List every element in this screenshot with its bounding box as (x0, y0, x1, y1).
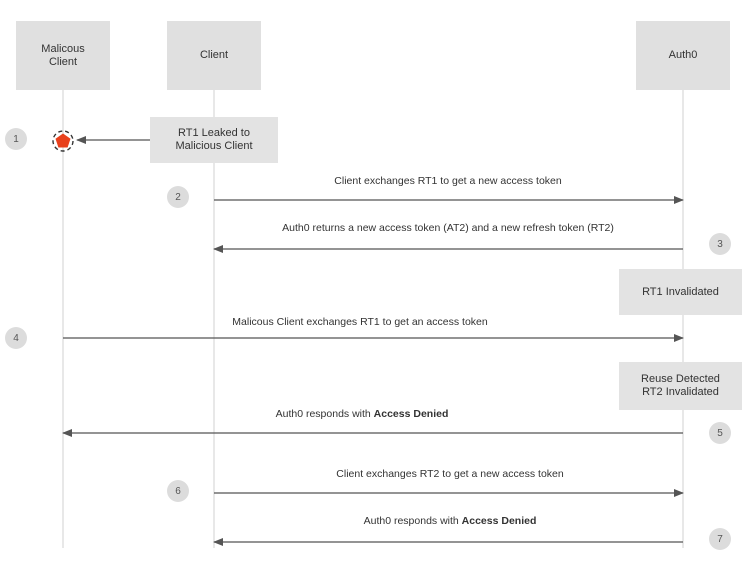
step-badge-5-label: 5 (717, 427, 723, 439)
participant-malicious-client: Malicous Client (16, 21, 110, 90)
participant-auth0: Auth0 (636, 21, 730, 90)
message-step-5-emphasis: Access Denied (373, 408, 449, 420)
message-step-7-emphasis: Access Denied (461, 515, 537, 527)
participant-malicious-client-label: Malicous Client (41, 42, 85, 68)
message-step-6: Client exchanges RT2 to get a new access… (336, 468, 564, 480)
message-step-2: Client exchanges RT1 to get a new access… (334, 175, 562, 187)
step-badge-5: 5 (709, 422, 731, 444)
step-badge-7-label: 7 (717, 533, 723, 545)
step-badge-2: 2 (167, 186, 189, 208)
note-reuse-detected-text: Reuse Detected RT2 Invalidated (641, 373, 720, 398)
message-step-7-prefix: Auth0 responds with (363, 515, 462, 527)
step-badge-1-label: 1 (13, 133, 19, 145)
message-step-3: Auth0 returns a new access token (AT2) a… (282, 222, 614, 234)
step-badge-1: 1 (5, 128, 27, 150)
step-badge-6: 6 (167, 480, 189, 502)
note-reuse-detected: Reuse Detected RT2 Invalidated (619, 362, 742, 410)
pentagon-alert-icon (52, 130, 74, 152)
note-rt1-leaked: RT1 Leaked to Malicious Client (150, 117, 278, 163)
participant-client-label: Client (199, 49, 229, 61)
participant-auth0-label: Auth0 (668, 49, 698, 61)
message-step-4: Malicous Client exchanges RT1 to get an … (232, 316, 488, 328)
message-step-7: Auth0 responds with Access Denied (364, 515, 537, 527)
step-badge-4-label: 4 (13, 332, 19, 344)
step-badge-7: 7 (709, 528, 731, 550)
message-step-5: Auth0 responds with Access Denied (276, 408, 449, 420)
step-badge-2-label: 2 (175, 191, 181, 203)
note-rt1-invalidated-text: RT1 Invalidated (642, 285, 719, 298)
note-rt1-leaked-text: RT1 Leaked to Malicious Client (175, 127, 253, 152)
message-step-5-prefix: Auth0 responds with (275, 408, 374, 420)
step-badge-3: 3 (709, 233, 731, 255)
note-rt1-invalidated: RT1 Invalidated (619, 269, 742, 315)
step-badge-3-label: 3 (717, 238, 723, 250)
participant-client: Client (167, 21, 261, 90)
step-badge-4: 4 (5, 327, 27, 349)
step-badge-6-label: 6 (175, 485, 181, 497)
